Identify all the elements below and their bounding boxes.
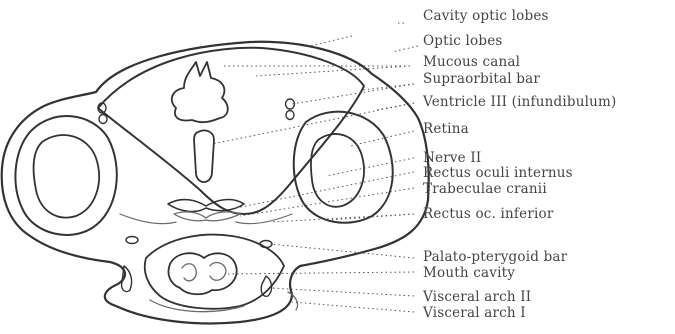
optic-lobes-outline [98, 48, 364, 214]
cavity-optic-lobes [172, 62, 228, 122]
outer-body-outline [2, 42, 429, 324]
label-ventricle-three: Ventricle III (infundibulum) [423, 95, 616, 109]
mouth-cavity [168, 253, 236, 294]
mouth-region-outline [145, 235, 284, 309]
leader-lines [212, 23, 418, 312]
label-rectus-oc-inferior: Rectus oc. inferior [423, 207, 553, 221]
label-nerve-two: Nerve II [423, 151, 481, 165]
label-retina: Retina [423, 122, 469, 136]
label-trabeculae-cranii: Trabeculae cranii [423, 182, 547, 196]
label-mucous-canal: Mucous canal [423, 55, 520, 69]
left-eye-retina [34, 135, 100, 218]
label-visceral-arch-two: Visceral arch II [423, 290, 531, 304]
visceral-arch-two-right [261, 276, 271, 296]
label-palato-pterygoid-bar: Palato-pterygoid bar [423, 250, 567, 264]
rectus-oculi-internus [174, 212, 240, 221]
palato-pterygoid-bar-left [126, 237, 138, 244]
label-mouth-cavity: Mouth cavity [423, 266, 515, 280]
label-supraorbital-bar: Supraorbital bar [423, 72, 540, 86]
label-rectus-oculi-internus: Rectus oculi internus [423, 166, 573, 180]
trabeculae-cranii [168, 200, 244, 212]
label-visceral-arch-one: Visceral arch I [423, 306, 526, 320]
supraorbital-bar-left-lower [99, 115, 107, 124]
label-cavity-optic-lobes: Cavity optic lobes [423, 9, 549, 23]
supraorbital-bar-right-lower [286, 111, 294, 120]
ventricle-three [194, 130, 214, 182]
visceral-arch-two-left [122, 266, 132, 292]
mouth-inner-fold [182, 263, 226, 281]
rectus-oc-inferior [120, 214, 292, 224]
label-optic-lobes: Optic lobes [423, 34, 503, 48]
